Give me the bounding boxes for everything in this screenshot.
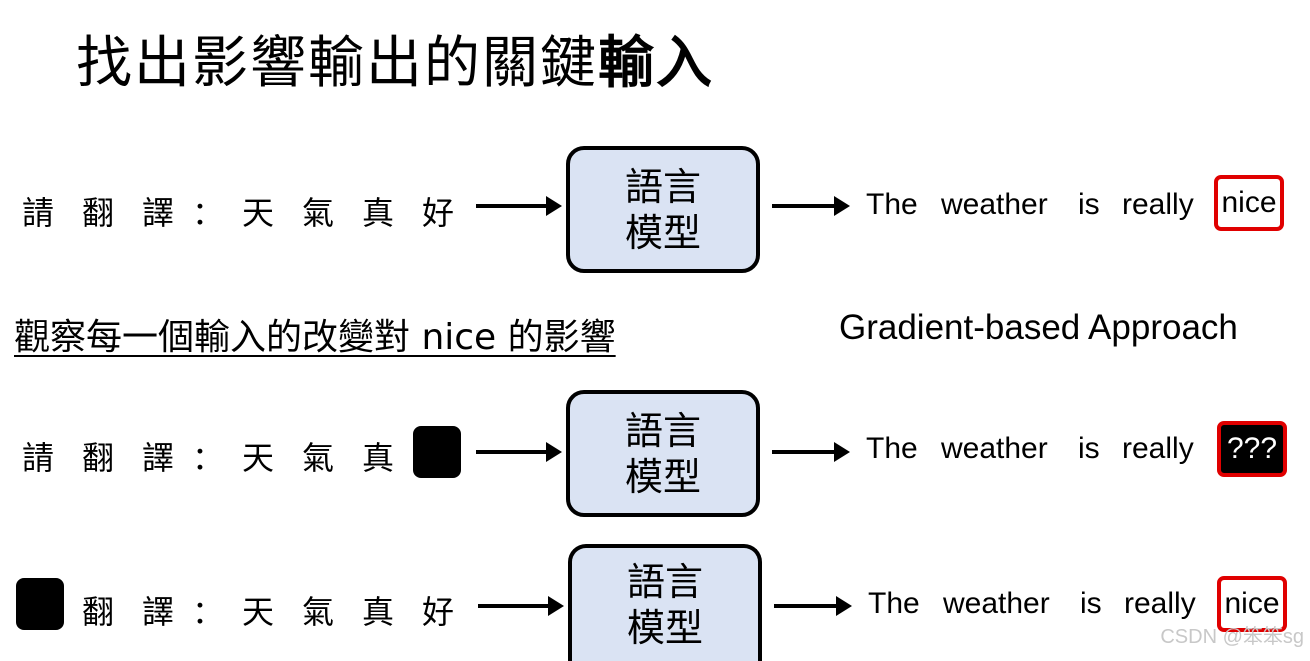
- arrow-right: [476, 442, 562, 462]
- section-subtitle: 觀察每一個輸入的改變對 nice 的影響: [14, 317, 616, 358]
- output-word: weather: [941, 432, 1048, 465]
- input-token: 好: [422, 593, 455, 631]
- input-token: 氣: [302, 194, 335, 232]
- output-word: The: [866, 188, 918, 221]
- model-label-line2: 模型: [626, 605, 703, 650]
- input-token: ：: [192, 439, 225, 477]
- arrow-right: [774, 596, 852, 616]
- input-token: 天: [242, 439, 275, 477]
- watermark: CSDN @笨笨sg: [1160, 626, 1304, 648]
- output-word: weather: [941, 188, 1048, 221]
- title-normal: 找出影響輸出的關鍵: [76, 31, 598, 96]
- model-label-line1: 語言: [624, 164, 701, 209]
- input-token: 譯: [142, 439, 175, 477]
- unknown-output-box: ???: [1217, 421, 1287, 477]
- input-token: 真: [362, 593, 395, 631]
- arrow-right: [772, 442, 850, 462]
- output-word: weather: [943, 587, 1050, 620]
- model-label-line2: 模型: [624, 210, 701, 255]
- input-token: 翻: [82, 439, 115, 477]
- language-model-box: 語言 模型: [566, 146, 760, 273]
- language-model-box: 語言 模型: [568, 544, 762, 661]
- output-word: really: [1122, 432, 1194, 465]
- input-token: 天: [242, 593, 275, 631]
- input-token: 真: [362, 194, 395, 232]
- input-token: 氣: [302, 593, 335, 631]
- arrow-right: [476, 196, 562, 216]
- masked-token: [16, 578, 64, 630]
- slide-title: 找出影響輸出的關鍵輸入: [76, 18, 714, 99]
- output-word: is: [1078, 188, 1100, 221]
- input-token: 氣: [302, 439, 335, 477]
- output-word: really: [1124, 587, 1196, 620]
- output-word: is: [1078, 432, 1100, 465]
- input-token: 譯: [142, 194, 175, 232]
- output-word: The: [866, 432, 918, 465]
- arrow-right: [772, 196, 850, 216]
- input-token: 翻: [82, 194, 115, 232]
- target-word-box: nice: [1217, 576, 1287, 632]
- approach-label: Gradient-based Approach: [839, 308, 1238, 347]
- target-word-box: nice: [1214, 175, 1284, 231]
- title-bold: 輸入: [598, 31, 714, 96]
- model-label-line1: 語言: [624, 408, 701, 453]
- input-token: 翻: [82, 593, 115, 631]
- input-token: 真: [362, 439, 395, 477]
- model-label-line2: 模型: [624, 454, 701, 499]
- input-token: 好: [422, 194, 455, 232]
- arrow-right: [478, 596, 564, 616]
- input-token: 請: [22, 194, 55, 232]
- input-token: 天: [242, 194, 275, 232]
- input-token: ：: [192, 593, 225, 631]
- language-model-box: 語言 模型: [566, 390, 760, 517]
- output-word: The: [868, 587, 920, 620]
- input-token: 譯: [142, 593, 175, 631]
- input-token: ：: [192, 194, 225, 232]
- output-word: is: [1080, 587, 1102, 620]
- output-word: really: [1122, 188, 1194, 221]
- masked-token: [413, 426, 461, 478]
- input-token: 請: [22, 439, 55, 477]
- model-label-line1: 語言: [626, 559, 703, 604]
